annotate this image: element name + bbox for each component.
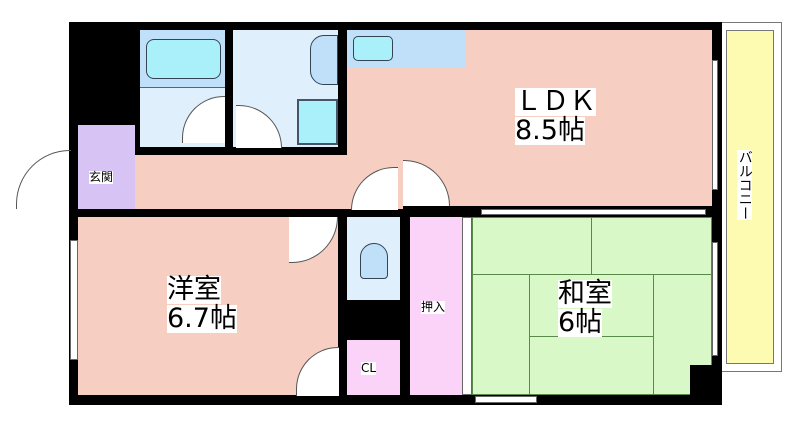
tatami-mat (529, 336, 654, 395)
western-window (70, 240, 78, 360)
bathtub-icon (146, 39, 221, 79)
toilet-icon (360, 243, 388, 279)
ldk-japanese-sliding-door[interactable] (481, 209, 706, 215)
japanese-name: 和室 (558, 278, 612, 309)
washer-icon (297, 99, 338, 145)
western-name: 洋室 (167, 274, 221, 305)
western-size: 6.7帖 (167, 303, 237, 334)
tatami-mat (591, 217, 712, 275)
ldk-name: ＬＤＫ (515, 86, 596, 117)
balcony-label: バルコニー (736, 150, 753, 220)
ldk-size: 8.5帖 (515, 115, 585, 146)
entrance-label: 玄関 (89, 170, 114, 184)
japanese-window-bottom (475, 396, 537, 403)
closet-label: CL (361, 361, 377, 375)
oshiire-label: 押入 (421, 300, 446, 314)
tatami-mat (472, 217, 592, 275)
tatami-mat (653, 274, 712, 395)
tatami-mat (472, 274, 530, 395)
entrance-door[interactable] (16, 150, 71, 209)
japanese-window-right (712, 242, 718, 356)
entrance (78, 125, 135, 209)
sink-icon (310, 35, 338, 85)
oshiire-sliding-door[interactable] (462, 217, 472, 395)
pillar (690, 365, 712, 395)
ldk-window (712, 60, 718, 190)
japanese-size: 6帖 (558, 307, 603, 338)
stove-icon (353, 36, 393, 61)
